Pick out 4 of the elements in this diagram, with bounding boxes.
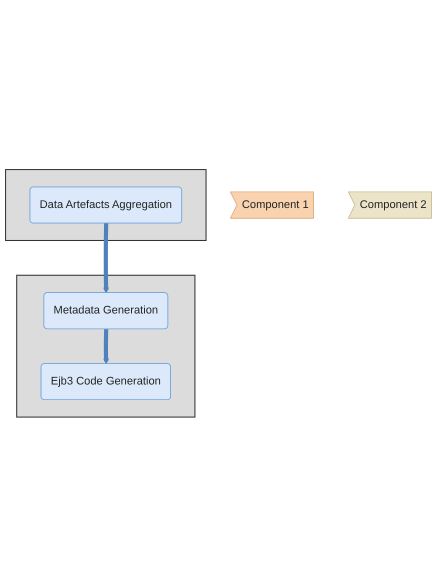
cluster: [16, 274, 196, 418]
arrow: [103, 224, 110, 294]
arrow: [103, 329, 110, 364]
cluster: [5, 169, 207, 242]
